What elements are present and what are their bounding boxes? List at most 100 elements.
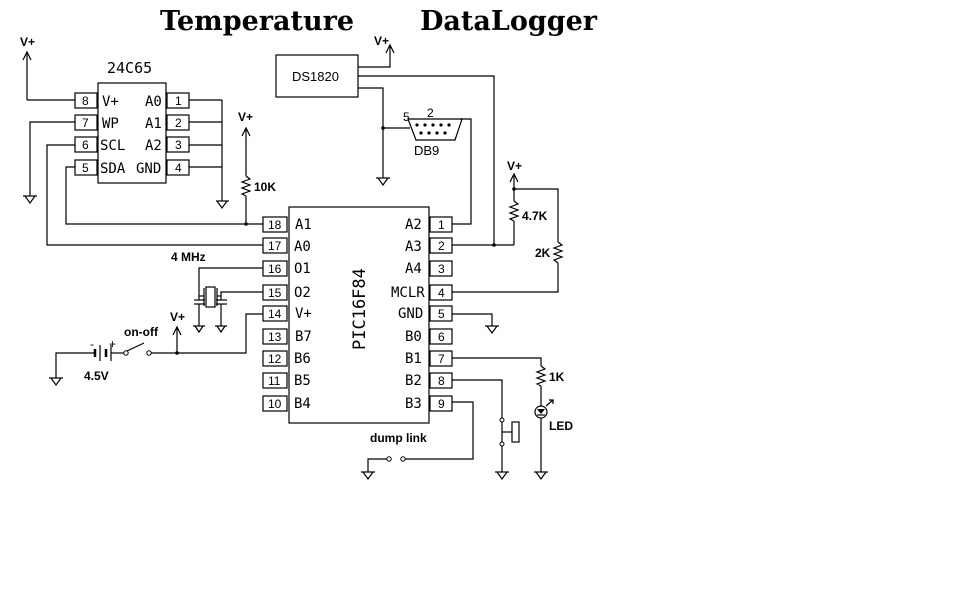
eeprom-pin-number: 1 — [175, 94, 182, 108]
eeprom-pin-number: 4 — [175, 161, 182, 175]
mcu-pin-label: B0 — [405, 329, 422, 345]
resistor-4k7-label: 4.7K — [522, 209, 548, 223]
sensor-ds1820: DS1820 V+ — [275, 34, 495, 245]
mcu-pin-number: 16 — [268, 262, 282, 276]
mcu-pin-label: A0 — [294, 239, 311, 255]
vplus-label: V+ — [374, 34, 389, 48]
resistor-2k-label: 2K — [535, 246, 551, 260]
eeprom-pin-label: V+ — [102, 94, 119, 110]
mcu-pin-label: V+ — [295, 306, 312, 322]
mcu-pin-13 — [262, 328, 288, 345]
resistor-1k — [535, 365, 547, 387]
resistor-1k-label: 1K — [549, 370, 565, 384]
mcu-pin-6 — [429, 328, 453, 345]
switch-label: on-off — [124, 325, 159, 339]
mcu-left-wiring: 4 MHz V+ on-off — [49, 250, 263, 387]
vplus-label: V+ — [170, 310, 185, 324]
eeprom-pin-label: GND — [136, 161, 161, 177]
mcu-pin-10 — [262, 395, 288, 412]
resistor-10k-label: 10K — [254, 180, 276, 194]
mcu-right-wiring: V+ 4.7K 2K 1K LED — [361, 159, 573, 481]
mcu-pin-number: 6 — [438, 330, 445, 344]
mcu-pin-label: A2 — [405, 217, 422, 233]
eeprom-pin-label: SDA — [100, 161, 126, 177]
mcu-pin-number: 5 — [438, 307, 445, 321]
mcu-pin-11 — [262, 372, 288, 389]
db9-pin-2-label: 2 — [427, 106, 434, 120]
mcu-pin-label: O1 — [294, 261, 311, 277]
switch-icon — [146, 350, 152, 356]
crystal-icon — [205, 286, 216, 308]
mcu-pin-label: B5 — [294, 373, 311, 389]
connector-db9: DB9 5 2 — [381, 106, 472, 225]
title-temperature: Temperature — [160, 6, 354, 37]
eeprom-pin-number: 2 — [175, 116, 182, 130]
led-label: LED — [549, 419, 573, 433]
mcu-pin-number: 17 — [268, 239, 282, 253]
eeprom-pin-number: 6 — [82, 138, 89, 152]
mcu-pin-number: 2 — [438, 239, 445, 253]
mcu-pic16f84: PIC16F84 18 17 16 15 14 13 12 11 10 A1 A… — [262, 206, 453, 424]
vplus-label: V+ — [20, 35, 35, 49]
mcu-pin-number: 15 — [268, 286, 282, 300]
eeprom-pin-number: 7 — [82, 116, 89, 130]
eeprom-pin-label: A0 — [145, 94, 162, 110]
eeprom-24c65: 24C65 8 7 6 5 V+ WP SCL SDA 1 2 3 4 A0 A… — [74, 59, 190, 184]
mcu-pin-17 — [262, 237, 288, 254]
eeprom-pin-number: 3 — [175, 138, 182, 152]
mcu-pin-label: A4 — [405, 261, 422, 277]
eeprom-name: 24C65 — [107, 59, 152, 77]
eeprom-pin-number: 8 — [82, 94, 89, 108]
mcu-pin-label: B4 — [294, 396, 311, 412]
mcu-pin-number: 7 — [438, 352, 445, 366]
dump-link-label: dump link — [370, 431, 427, 445]
resistor-2k — [552, 241, 564, 264]
mcu-pin-label: B6 — [294, 351, 311, 367]
vplus-label: V+ — [238, 110, 253, 124]
mcu-pin-9 — [429, 395, 453, 412]
battery-label: 4.5V — [84, 369, 109, 383]
mcu-pin-number: 8 — [438, 374, 445, 388]
mcu-pin-label: A3 — [405, 239, 422, 255]
mcu-pin-number: 10 — [268, 397, 282, 411]
mcu-pin-12 — [262, 350, 288, 367]
battery-minus: - — [90, 337, 94, 351]
mcu-pin-number: 14 — [268, 307, 282, 321]
mcu-pin-label: A1 — [295, 217, 312, 233]
mcu-pin-number: 1 — [438, 218, 445, 232]
db9-label: DB9 — [414, 143, 439, 158]
dump-link-icon — [400, 456, 406, 462]
resistor-4k7 — [508, 200, 520, 222]
battery-plus: + — [109, 337, 116, 351]
mcu-pin-number: 18 — [268, 218, 282, 232]
eeprom-pin-label: A1 — [145, 116, 162, 132]
mcu-pin-label: B2 — [405, 373, 422, 389]
mcu-pin-number: 3 — [438, 262, 445, 276]
mcu-pin-number: 11 — [268, 374, 281, 388]
eeprom-body — [97, 82, 167, 184]
mcu-pin-label: B7 — [295, 329, 312, 345]
resistor-10k — [240, 175, 252, 197]
mcu-pin-18 — [262, 216, 288, 233]
eeprom-pin-label: SCL — [100, 138, 125, 154]
eeprom-pin-label: WP — [102, 116, 119, 132]
sensor-name: DS1820 — [292, 69, 339, 84]
mcu-name: PIC16F84 — [350, 268, 370, 350]
mcu-pin-number: 12 — [268, 352, 282, 366]
mcu-pin-1 — [429, 216, 453, 233]
mcu-body — [288, 206, 430, 424]
mcu-pin-label: MCLR — [391, 285, 425, 301]
mcu-pin-label: GND — [398, 306, 423, 322]
mcu-pin-number: 4 — [438, 286, 445, 300]
eeprom-wiring: V+ V+ 10K — [20, 35, 276, 246]
vplus-label: V+ — [507, 159, 522, 173]
mcu-pin-number: 9 — [438, 397, 445, 411]
db9-pin-5-label: 5 — [403, 110, 410, 124]
mcu-pin-3 — [429, 260, 453, 277]
mcu-pin-label: B1 — [405, 351, 422, 367]
mcu-pin-label: B3 — [405, 396, 422, 412]
mcu-pin-label: O2 — [294, 285, 311, 301]
crystal-label: 4 MHz — [171, 250, 206, 264]
eeprom-pin-label: A2 — [145, 138, 162, 154]
